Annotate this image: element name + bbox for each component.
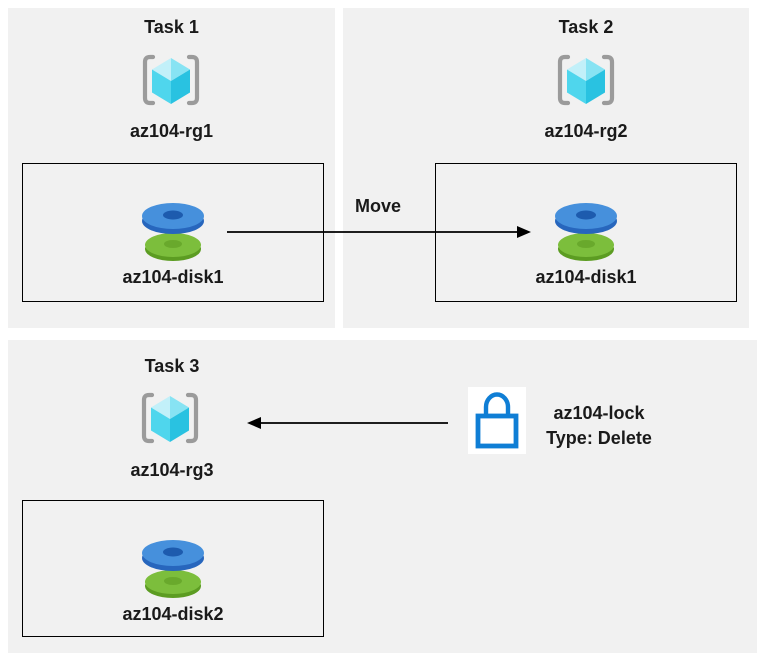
resource-box: az104-disk2 <box>22 500 324 637</box>
disk-label: az104-disk2 <box>122 604 224 624</box>
lock-icon <box>468 387 526 454</box>
resource-group-icon <box>557 54 615 106</box>
task2-title: Task 2 <box>558 17 614 37</box>
disk-icon <box>555 203 617 261</box>
task3-title: Task 3 <box>144 356 200 376</box>
resource-group-icon <box>142 54 200 106</box>
lock-type-label: Type: Delete <box>546 428 652 448</box>
panel-task1: Task 1 az104-rg1 az104-disk1 <box>8 8 335 328</box>
move-arrow-icon <box>227 226 531 238</box>
lock-name-label: az104-lock <box>553 403 645 423</box>
disk-label: az104-disk1 <box>535 267 637 287</box>
resource-group-icon <box>141 392 199 444</box>
panel-task2: Task 2 az104-rg2 az104-disk1 <box>343 8 749 328</box>
task1-title: Task 1 <box>144 17 199 37</box>
disk-label: az104-disk1 <box>122 267 224 287</box>
resource-group-label: az104-rg2 <box>544 121 628 141</box>
panel-task3: Task 3 az104-rg3 az104-disk2 <box>8 340 757 653</box>
disk-icon <box>142 540 204 598</box>
move-arrow-label: Move <box>354 196 401 216</box>
resource-group-label: az104-rg3 <box>130 460 214 480</box>
lock-arrow-icon <box>247 417 448 429</box>
disk-icon <box>142 203 204 261</box>
lock-label-group: az104-lock Type: Delete <box>538 401 660 451</box>
resource-group-label: az104-rg1 <box>129 121 214 141</box>
